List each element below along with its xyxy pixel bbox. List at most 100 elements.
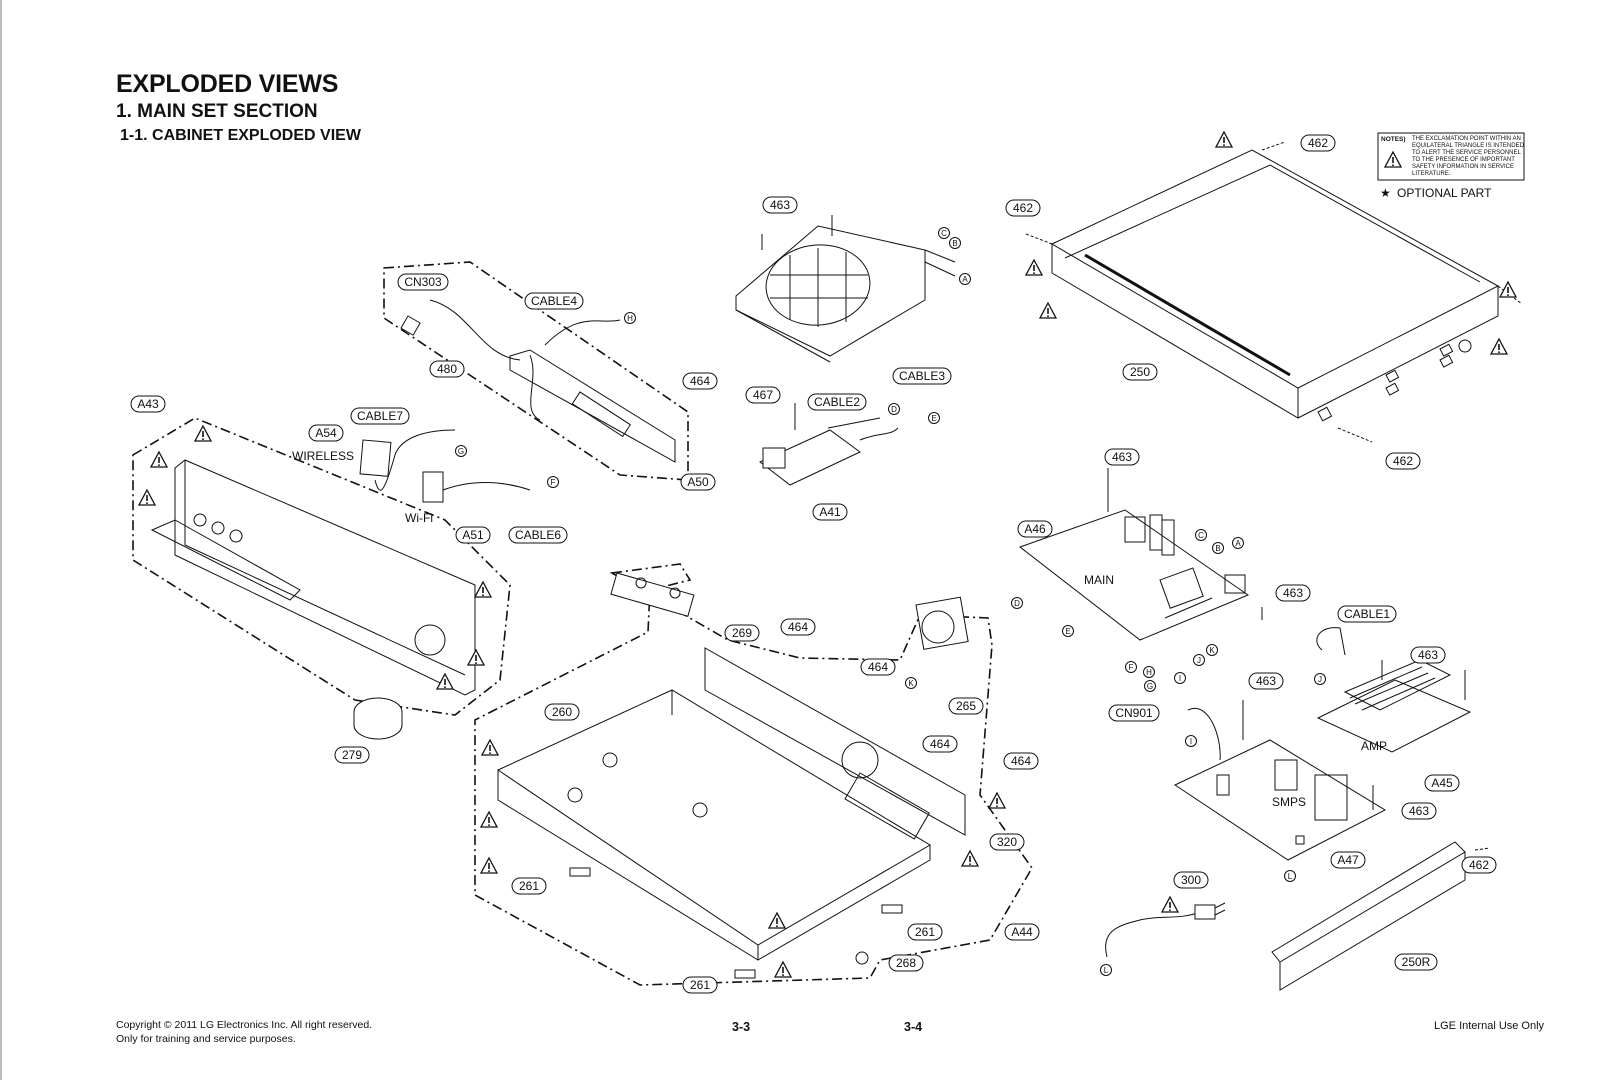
wireless-label: WIRELESS <box>292 449 354 463</box>
connector-letter: L <box>1288 872 1293 881</box>
callout-label: 260 <box>552 705 572 719</box>
callout-a43: A43 <box>130 395 166 413</box>
connector-k: K <box>1206 644 1218 656</box>
callout-label: 463 <box>1256 674 1276 688</box>
optional-part-label: OPTIONAL PART <box>1397 186 1492 200</box>
page-edge-line <box>0 0 2 1080</box>
callout-462: 462 <box>1300 134 1336 152</box>
callout-cable3: CABLE3 <box>892 367 952 385</box>
callout-265: 265 <box>948 697 984 715</box>
connector-a: A <box>959 273 971 285</box>
callout-label: A50 <box>687 475 709 489</box>
callout-label: 462 <box>1308 136 1328 150</box>
callout-320: 320 <box>989 833 1025 851</box>
callout-a51: A51 <box>455 526 491 544</box>
callout-label: 261 <box>915 925 935 939</box>
callout-480: 480 <box>429 360 465 378</box>
notes-line-1: THE EXCLAMATION POINT WITHIN AN <box>1412 136 1521 142</box>
notes-box: NOTES) THE EXCLAMATION POINT WITHIN AN E… <box>1377 132 1525 200</box>
callout-label: A51 <box>462 528 484 542</box>
smps-board-label: SMPS <box>1272 795 1306 809</box>
disc-loader <box>735 215 956 363</box>
connector-f: F <box>547 476 559 488</box>
callout-label: 320 <box>997 835 1017 849</box>
connector-letter: J <box>1197 656 1201 665</box>
callout-label: 462 <box>1013 201 1033 215</box>
rear-panel-250r <box>1271 841 1491 991</box>
connector-l: L <box>1100 964 1112 976</box>
callout-269: 269 <box>724 624 760 642</box>
callout-label: 464 <box>1011 754 1031 768</box>
callout-464: 464 <box>1003 752 1039 770</box>
callout-a50: A50 <box>680 473 716 491</box>
callout-cable1: CABLE1 <box>1337 605 1397 623</box>
callout-a46: A46 <box>1017 520 1053 538</box>
connector-g: G <box>1144 680 1156 692</box>
callout-label: CABLE7 <box>357 409 403 423</box>
connector-d: D <box>888 403 900 415</box>
section-title: 1. MAIN SET SECTION <box>116 101 318 122</box>
connector-c: C <box>1195 529 1207 541</box>
callout-261: 261 <box>511 877 547 895</box>
page-number-left: 3-3 <box>732 1020 751 1034</box>
connector-letter: E <box>1065 627 1070 636</box>
connector-g: G <box>455 445 467 457</box>
callout-label: 462 <box>1469 858 1489 872</box>
callout-label: CABLE4 <box>531 294 577 308</box>
callout-a44: A44 <box>1004 923 1040 941</box>
connector-l: L <box>1284 870 1296 882</box>
callout-462: 462 <box>1385 452 1421 470</box>
callout-464: 464 <box>860 658 896 676</box>
wireless-module-a54 <box>359 429 531 503</box>
callout-464: 464 <box>682 372 718 390</box>
connector-h: H <box>624 312 636 324</box>
callout-label: A54 <box>315 426 337 440</box>
notes-line-3: TO ALERT THE SERVICE PERSONNEL <box>1412 150 1521 156</box>
callout-268: 268 <box>888 954 924 972</box>
connector-letter: A <box>1235 539 1241 548</box>
callout-label: A47 <box>1337 853 1359 867</box>
connector-j: J <box>1193 654 1205 666</box>
amp-board-a45 <box>1316 627 1472 753</box>
callout-cable6: CABLE6 <box>508 526 568 544</box>
connector-h: H <box>1143 666 1155 678</box>
callout-label: 300 <box>1181 873 1201 887</box>
page-number-right: 3-4 <box>904 1020 923 1034</box>
connector-letter: F <box>1129 663 1134 672</box>
callout-a45: A45 <box>1424 774 1460 792</box>
callout-label: 261 <box>519 879 539 893</box>
callout-261: 261 <box>907 923 943 941</box>
connector-letter: H <box>1146 668 1152 677</box>
callout-279: 279 <box>334 746 370 764</box>
callout-label: 463 <box>1418 648 1438 662</box>
connector-c: C <box>938 227 950 239</box>
connector-letter: K <box>1209 646 1215 655</box>
callout-a47: A47 <box>1330 851 1366 869</box>
callout-label: A44 <box>1011 925 1033 939</box>
callout-label: 463 <box>770 198 790 212</box>
callout-463: 463 <box>1104 448 1140 466</box>
callout-cable2: CABLE2 <box>807 393 867 411</box>
power-cord-300 <box>1105 902 1226 958</box>
callout-a54: A54 <box>308 424 344 442</box>
callout-cn901: CN901 <box>1108 704 1160 722</box>
callout-label: CABLE3 <box>899 369 945 383</box>
main-board-label: MAIN <box>1084 573 1114 587</box>
part-callouts: 462462462462463463463463463463CN303CABLE… <box>130 134 1497 994</box>
copyright-text: Copyright © 2011 LG Electronics Inc. All… <box>116 1019 373 1031</box>
callout-463: 463 <box>1410 646 1446 664</box>
callout-label: CN303 <box>404 275 442 289</box>
connector-i: I <box>1185 735 1197 747</box>
callout-462: 462 <box>1005 199 1041 217</box>
callout-label: CN901 <box>1115 706 1153 720</box>
optional-part-star-icon: ★ <box>1380 186 1391 200</box>
callout-label: A46 <box>1024 522 1046 536</box>
callout-label: CABLE1 <box>1344 607 1390 621</box>
connector-letter: H <box>627 314 633 323</box>
knob-279 <box>353 697 403 740</box>
chassis-a44 <box>474 563 1033 986</box>
connector-d: D <box>1011 597 1023 609</box>
callout-462: 462 <box>1461 856 1497 874</box>
subsection-title: 1-1. CABINET EXPLODED VIEW <box>120 127 361 144</box>
